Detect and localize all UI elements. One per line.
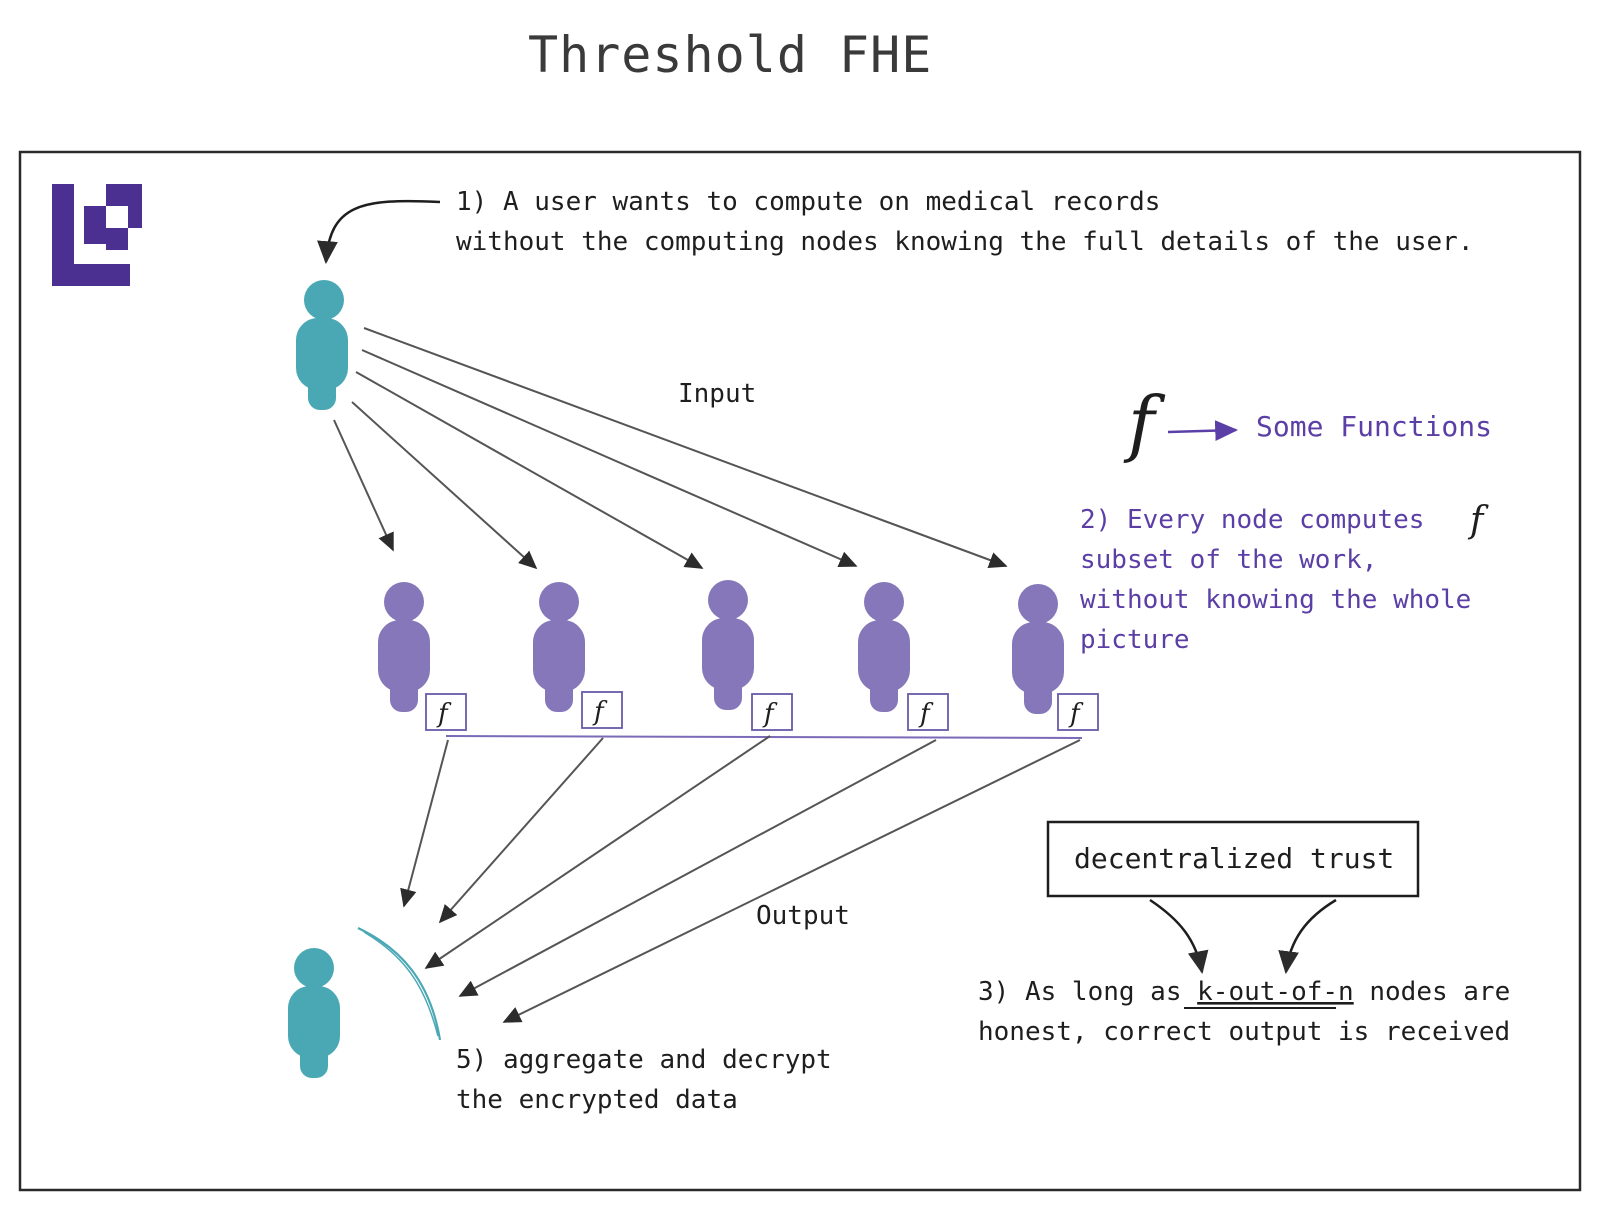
node-icon — [1012, 584, 1064, 714]
trust-box: decentralized trust — [1046, 820, 1420, 898]
arrow-icon — [438, 737, 604, 924]
step2-line3: without knowing the whole — [1080, 585, 1471, 615]
arrow-icon — [355, 371, 704, 569]
step5-line2: the encrypted data — [456, 1085, 738, 1115]
step1-arrow — [317, 199, 441, 265]
trust-arrow-left-icon — [1149, 898, 1209, 975]
function-box-icon: f — [581, 691, 623, 729]
legend-text: Some Functions — [1256, 410, 1492, 443]
input-label: Input — [678, 379, 756, 409]
function-box-icon: f — [425, 693, 467, 731]
step5-line1: 5) aggregate and decrypt — [456, 1045, 832, 1075]
output-label: Output — [756, 901, 850, 931]
arrow-icon — [361, 349, 858, 567]
step1-line2: without the computing nodes knowing the … — [456, 227, 1473, 257]
trust-arrow-right-icon — [1278, 898, 1337, 975]
user-icon — [288, 948, 340, 1078]
computing-nodes — [378, 580, 1064, 714]
user-icon — [296, 280, 348, 410]
aggregation-curve-inner — [363, 931, 439, 1037]
node-icon — [858, 582, 910, 712]
trust-box-label: decentralized trust — [1074, 842, 1394, 875]
function-box-icon: f — [907, 693, 949, 731]
node-icon — [533, 582, 585, 712]
legend-function-symbol: f — [1123, 381, 1166, 465]
input-arrows — [333, 327, 1008, 570]
function-box-icon: f — [1057, 693, 1099, 731]
diagram-title: Threshold FHE — [528, 26, 932, 84]
arrow-icon — [424, 735, 771, 969]
step1-line1: 1) A user wants to compute on medical re… — [456, 187, 1160, 217]
k-out-of-n: k-out-of-n — [1197, 977, 1354, 1007]
arrow-icon — [363, 327, 1008, 569]
step2-line4: picture — [1080, 625, 1190, 655]
node-icon — [378, 582, 430, 712]
legend-arrow-icon — [1167, 420, 1239, 442]
arrow-icon — [351, 401, 538, 570]
output-arrows — [400, 735, 1081, 1023]
node-icon — [702, 580, 754, 710]
diagram-frame — [18, 150, 1582, 1192]
step3-line2: honest, correct output is received — [978, 1017, 1510, 1047]
arrow-icon — [502, 739, 1081, 1023]
arrow-icon — [333, 419, 394, 552]
step2-line2: subset of the work, — [1080, 545, 1377, 575]
function-box-icon: f — [751, 693, 793, 731]
step3-line1: 3) As long as k-out-of-n nodes are — [978, 977, 1510, 1007]
node-connection-line — [445, 735, 1083, 739]
function-boxes: f f f f f — [425, 691, 1099, 731]
arrow-icon — [458, 739, 937, 997]
logo-icon — [52, 184, 142, 286]
aggregation-curve — [357, 927, 442, 1041]
arrow-icon — [400, 739, 449, 908]
step2-line1: 2) Every node computes — [1080, 505, 1424, 535]
step2-function-symbol: f — [1467, 500, 1489, 541]
